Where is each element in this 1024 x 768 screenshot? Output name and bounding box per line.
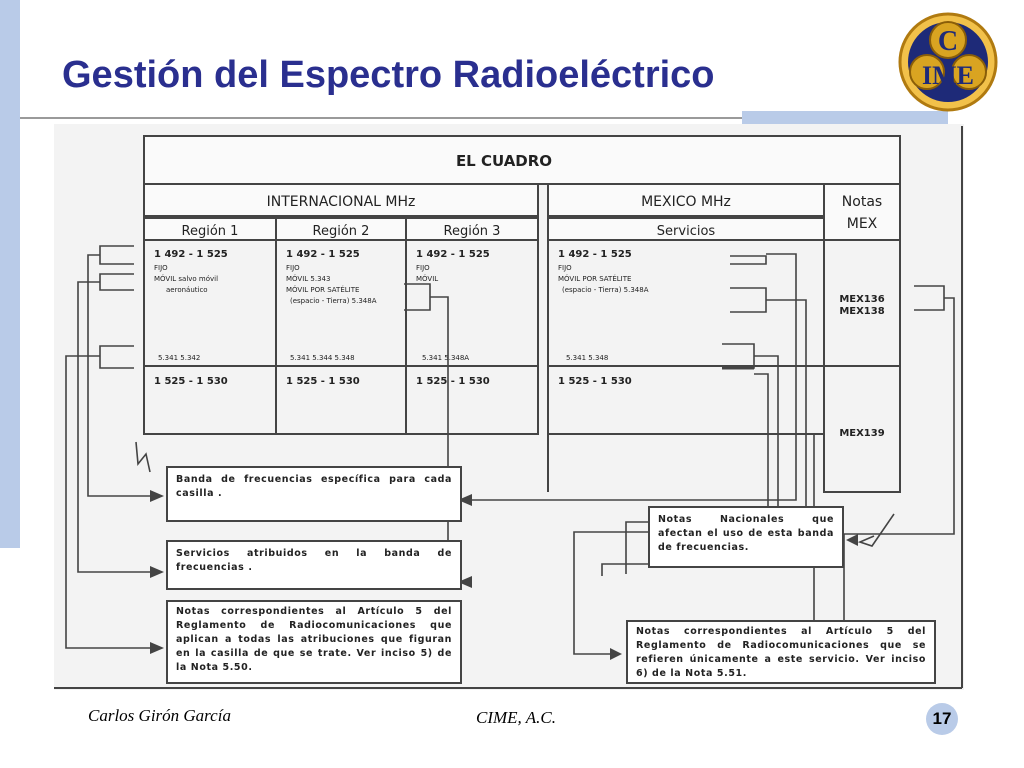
mx-line2: MÓVIL POR SATÉLITE [558,274,631,283]
mx-line3: (espacio - Tierra) 5.348A [562,286,649,294]
r1-band2: 1 525 - 1 530 [154,376,228,387]
cuadro-diagram: EL CUADRO INTERNACIONAL MHz MEXICO MHz N… [54,124,964,690]
r3-band: 1 492 - 1 525 [416,249,490,260]
table-title: EL CUADRO [456,152,552,170]
r2-line3: MÓVIL POR SATÉLITE [286,285,359,294]
title-divider [20,117,748,119]
callout-notas-art5: Notas correspondientes al Artículo 5 del… [166,600,462,684]
footer-author: Carlos Girón García [88,706,231,725]
callout-notas-art5-text: Notas correspondientes al Artículo 5 del… [176,606,452,673]
r2-line2: MÓVIL 5.343 [286,274,330,283]
r3-notes: 5.341 5.348A [422,354,469,362]
diagram-svg: EL CUADRO INTERNACIONAL MHz MEXICO MHz N… [54,124,964,690]
cime-logo: C IME [898,12,998,112]
r3-line1: FIJO [416,264,430,272]
title-accent-bar [742,111,948,124]
callout-notas-nacionales-text: Notas Nacionales que afectan el uso de e… [658,514,834,553]
r1-line1: FIJO [154,264,168,272]
mx-line1: FIJO [558,264,572,272]
mexico-header: MEXICO MHz [641,194,731,210]
servicios-header: Servicios [657,224,716,239]
intl-header: INTERNACIONAL MHz [267,194,416,210]
mx-notes: 5.341 5.348 [566,354,608,362]
r2-notes: 5.341 5.344 5.348 [290,354,355,362]
r3-band2: 1 525 - 1 530 [416,376,490,387]
slide-title: Gestión del Espectro Radioeléctrico [62,54,715,96]
logo-letter-c: C [938,26,958,57]
callout-notas-nacionales: Notas Nacionales que afectan el uso de e… [648,506,844,568]
callout-notas-servicio: Notas correspondientes al Artículo 5 del… [626,620,936,684]
r1-band: 1 492 - 1 525 [154,249,228,260]
notas-header-2: MEX [847,216,878,232]
r1-line2: MÓVIL salvo móvil [154,274,218,283]
region1-header: Región 1 [182,224,239,239]
callout-servicios: Servicios atribuidos en la banda de frec… [166,540,462,590]
r2-band: 1 492 - 1 525 [286,249,360,260]
left-accent-bar [0,0,20,548]
callout-servicios-text: Servicios atribuidos en la banda de frec… [176,548,452,573]
region3-header: Región 3 [444,224,501,239]
mex-note-139: MEX139 [839,428,884,439]
logo-letters-ime: IME [922,61,974,90]
footer-organization: CIME, A.C. [476,708,556,727]
callout-banda-text: Banda de frecuencias específica para cad… [176,474,452,499]
r1-notes: 5.341 5.342 [158,354,200,362]
mx-band: 1 492 - 1 525 [558,249,632,260]
r2-line4: (espacio - Tierra) 5.348A [290,297,377,305]
page-number-badge: 17 [926,703,958,735]
mex-note-136: MEX136 [839,294,884,305]
r3-line2: MÓVIL [416,274,438,283]
region2-header: Región 2 [313,224,370,239]
r2-band2: 1 525 - 1 530 [286,376,360,387]
callout-notas-servicio-text: Notas correspondientes al Artículo 5 del… [636,626,926,679]
mx-band2: 1 525 - 1 530 [558,376,632,387]
callout-banda: Banda de frecuencias específica para cad… [166,466,462,522]
mex-note-138: MEX138 [839,306,884,317]
r2-line1: FIJO [286,264,300,272]
notas-header-1: Notas [842,194,882,210]
r1-line3: aeronáutico [166,286,208,294]
